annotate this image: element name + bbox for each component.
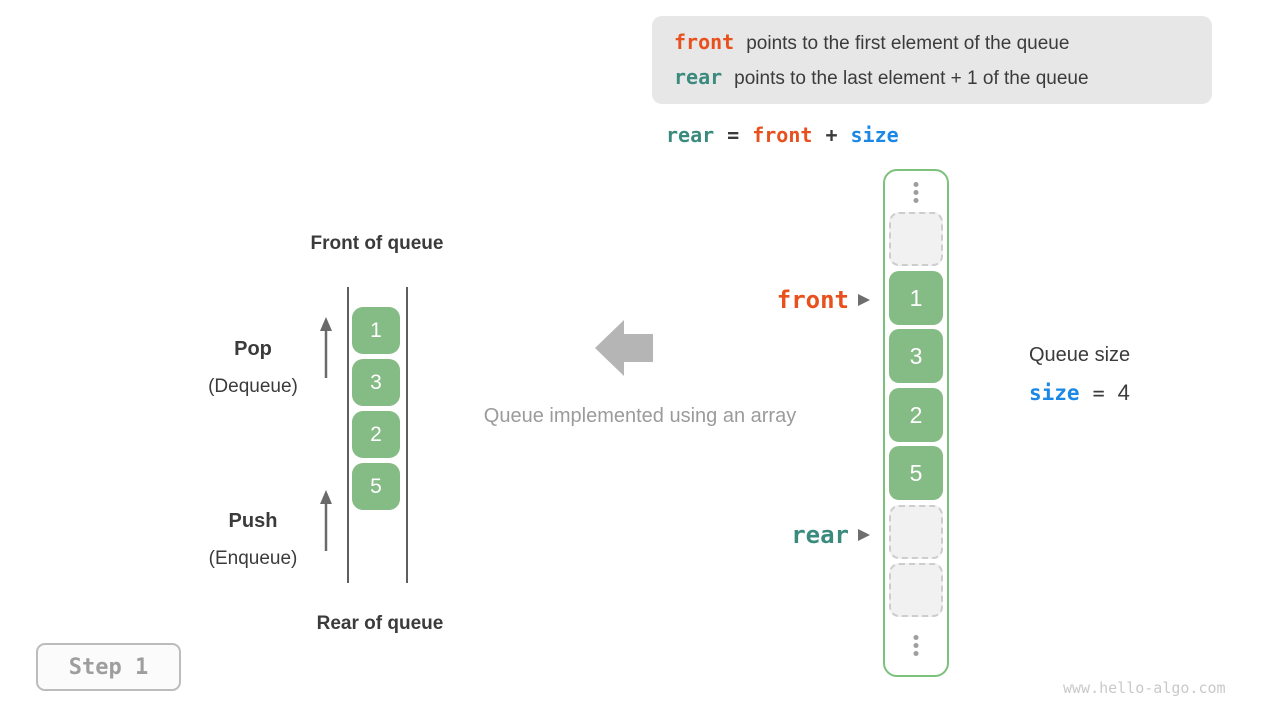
- formula-equals: =: [727, 123, 740, 147]
- array-cell: 5: [889, 446, 943, 500]
- front-pointer-label: front: [776, 286, 849, 314]
- formula-front: front: [752, 123, 813, 147]
- push-arrow-up-icon: [320, 490, 332, 551]
- rear-pointer-arrow-icon: [858, 529, 870, 541]
- rear-pointer: rear: [700, 521, 870, 549]
- step-badge: Step 1: [36, 643, 181, 691]
- big-left-arrow-icon: [595, 320, 653, 376]
- push-subtitle: (Enqueue): [208, 548, 298, 569]
- left-queue-cell: 2: [352, 411, 400, 458]
- rear-description: points to the last element + 1 of the qu…: [734, 68, 1089, 89]
- front-description: points to the first element of the queue: [746, 33, 1070, 54]
- size-equals: =: [1092, 381, 1105, 405]
- left-queue-cell: 5: [352, 463, 400, 510]
- front-of-queue-label: Front of queue: [310, 233, 444, 254]
- pop-arrow-up-icon: [320, 317, 332, 378]
- size-keyword: size: [1029, 381, 1080, 405]
- watermark: www.hello-algo.com: [1063, 679, 1226, 697]
- formula-size: size: [850, 123, 899, 147]
- array-cell: 1: [889, 271, 943, 325]
- array-cell-empty: [889, 212, 943, 266]
- legend-line-rear: rear points to the last element + 1 of t…: [674, 65, 1212, 90]
- rear-pointer-label: rear: [791, 521, 849, 549]
- queue-rail-left: [347, 287, 349, 583]
- front-pointer: front: [700, 286, 870, 314]
- size-value: 4: [1117, 380, 1130, 405]
- queue-size-label: Queue size: [1029, 344, 1131, 366]
- queue-rail-right: [406, 287, 408, 583]
- legend-box: front points to the first element of the…: [652, 16, 1212, 104]
- front-pointer-arrow-icon: [858, 294, 870, 306]
- rear-of-queue-label: Rear of queue: [316, 613, 444, 634]
- front-keyword: front: [674, 30, 735, 54]
- formula-rear: rear: [666, 123, 715, 147]
- left-queue-cell: 3: [352, 359, 400, 406]
- push-title: Push: [228, 510, 278, 532]
- formula-plus: +: [825, 123, 838, 147]
- pop-title: Pop: [234, 338, 272, 360]
- ellipsis-top-icon: [913, 182, 919, 203]
- legend-line-front: front points to the first element of the…: [674, 30, 1212, 55]
- pop-subtitle: (Dequeue): [208, 376, 298, 397]
- array-cell: 2: [889, 388, 943, 442]
- left-queue-cell: 1: [352, 307, 400, 354]
- ellipsis-bottom-icon: [913, 635, 919, 656]
- array-cell: 3: [889, 329, 943, 383]
- pop-label: Pop (Dequeue): [162, 331, 344, 405]
- array-cell-empty: [889, 563, 943, 617]
- array-column: 1 3 2 5: [883, 169, 949, 677]
- formula: rear = front + size: [666, 123, 899, 147]
- push-label: Push (Enqueue): [162, 503, 344, 577]
- rear-keyword: rear: [674, 65, 723, 89]
- array-cell-empty: [889, 505, 943, 559]
- center-caption: Queue implemented using an array: [483, 405, 797, 427]
- queue-size-value-line: size = 4: [1029, 380, 1130, 406]
